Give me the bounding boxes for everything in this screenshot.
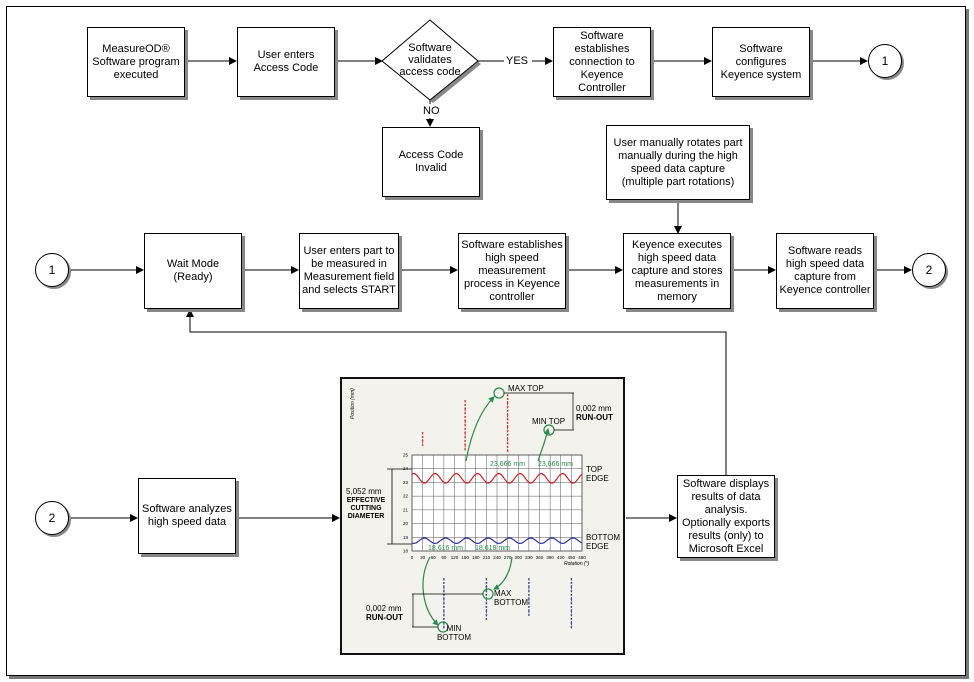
y-tick-label: 21 [403, 507, 409, 512]
establish-text: Software establishes high speed measurem… [461, 238, 563, 303]
enter-part-text: User enters part to be measured in Measu… [302, 245, 396, 296]
y-tick-label: 20 [403, 521, 409, 526]
bottom-runout-label: RUN-OUT [366, 613, 403, 622]
min-top-marker [543, 424, 555, 436]
y-tick-label: 18 [403, 549, 409, 554]
max-top-marker [493, 387, 505, 399]
min-top-label: MIN TOP [532, 417, 566, 426]
min-bottom-arrow [422, 556, 439, 626]
ecd-label: EFFECTIVE CUTTING DIAMETER [346, 497, 386, 520]
start-text: MeasureOD® Software program executed [92, 42, 180, 81]
ecd-value: 5,052 mm [346, 487, 382, 496]
wait-text: Wait Mode (Ready) [166, 258, 220, 283]
x-tick-label: 180 [472, 555, 480, 560]
x-tick-label: 240 [493, 555, 501, 560]
x-tick-label: 390 [546, 555, 554, 560]
bottom-value-1: 18,616 mm [428, 545, 464, 552]
x-tick-label: 270 [504, 555, 512, 560]
x-tick-label: 420 [557, 555, 565, 560]
x-tick-label: 30 [420, 555, 426, 560]
max-top-label: MAX TOP [508, 384, 544, 393]
connect-text: Software establishes connection to Keyen… [569, 29, 635, 94]
start-box: MeasureOD® Software program executed [87, 27, 185, 97]
x-tick-label: 0 [411, 555, 414, 560]
arrow-display-return-to-wait [186, 309, 727, 475]
x-tick-label: 480 [578, 555, 586, 560]
min-bottom-label: MIN BOTTOM [436, 624, 472, 642]
bottom-edge-series [411, 537, 583, 545]
top-runout-label: RUN-OUT [576, 413, 613, 422]
x-tick-label: 450 [568, 555, 576, 560]
yes-label: YES [506, 55, 529, 67]
rotate-box: User manually rotates part manually duri… [606, 125, 750, 200]
execute-text: Keyence executes high speed data capture… [631, 238, 723, 303]
enter-code-box: User enters Access Code [237, 27, 335, 97]
top-runout-value: 0,002 mm [576, 404, 612, 413]
enter-part-box: User enters part to be measured in Measu… [299, 233, 399, 309]
analyze-text: Software analyzes high speed data [142, 503, 232, 528]
invalid-box: Access Code Invalid [382, 127, 480, 197]
x-tick-label: 330 [525, 555, 533, 560]
configure-text: Software configures Keyence system [720, 42, 802, 81]
top-edge-label: TOP EDGE [586, 465, 609, 483]
validate-text: Software validates access code [399, 42, 461, 78]
x-tick-label: 90 [441, 555, 447, 560]
y-tick-label: 25 [403, 453, 409, 458]
x-tick-label: 120 [451, 555, 459, 560]
display-text: Software displays results of data analys… [681, 477, 771, 555]
top-edge-series [411, 472, 583, 484]
no-label: NO [423, 105, 440, 117]
connector-1-in: 1 [35, 253, 69, 287]
top-value-2: 23,666 mm [538, 461, 574, 468]
enter-code-text: User enters Access Code [253, 49, 319, 74]
analyze-box: Software analyzes high speed data [138, 478, 236, 554]
max-bottom-label: MAX BOTTOM [494, 589, 529, 607]
read-box: Software reads high speed data capture f… [776, 233, 874, 309]
establish-box: Software establishes high speed measurem… [458, 233, 566, 309]
x-tick-label: 360 [536, 555, 544, 560]
connect-box: Software establishes connection to Keyen… [553, 27, 651, 97]
connector-2-out: 2 [912, 253, 946, 287]
wait-box: Wait Mode (Ready) [144, 233, 242, 309]
chart-xlabel: Rotation (°) [564, 561, 590, 567]
bottom-edge-label: BOTTOM EDGE [586, 533, 621, 551]
max-bottom-arrow [493, 556, 513, 590]
configure-box: Software configures Keyence system [712, 27, 810, 97]
invalid-text: Access Code Invalid [398, 149, 464, 174]
min-top-arrow [537, 428, 550, 462]
bottom-value-2: 18,618 mm [475, 545, 511, 552]
y-tick-label: 22 [403, 494, 409, 499]
y-tick-label: 23 [403, 480, 409, 485]
connector-2-in: 2 [35, 501, 69, 535]
execute-box: Keyence executes high speed data capture… [623, 233, 731, 309]
rotate-text: User manually rotates part manually duri… [613, 136, 743, 188]
x-tick-label: 150 [461, 555, 469, 560]
max-top-arrow [465, 396, 495, 462]
x-tick-label: 210 [483, 555, 491, 560]
top-value-1: 23,666 mm [490, 461, 526, 468]
bottom-runout-value: 0,002 mm [366, 604, 402, 613]
y-tick-label: 19 [403, 535, 409, 540]
x-tick-label: 60 [431, 555, 437, 560]
x-tick-label: 300 [514, 555, 522, 560]
display-box: Software displays results of data analys… [677, 475, 775, 558]
validate-diamond [381, 19, 479, 101]
connector-1-out: 1 [868, 44, 902, 78]
chart-ylabel: Position (mm) [350, 388, 356, 419]
max-bottom-marker [482, 588, 494, 600]
read-text: Software reads high speed data capture f… [779, 245, 871, 296]
